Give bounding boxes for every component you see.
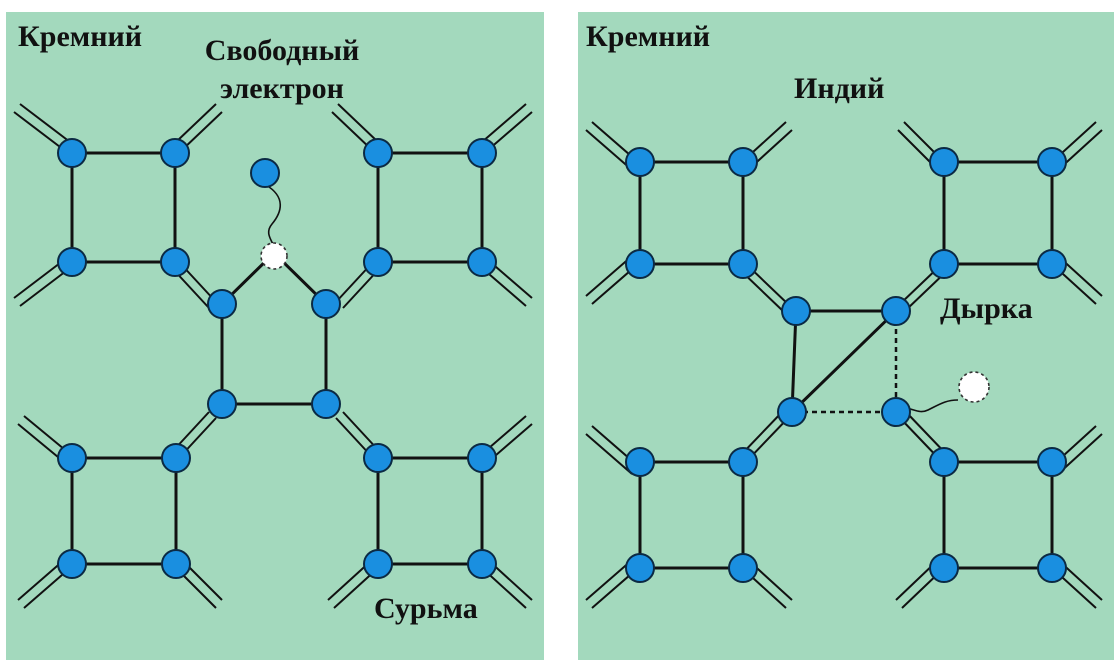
dopant-label: Индий — [794, 72, 885, 105]
host-label: Кремний — [18, 20, 143, 53]
atoms-right — [625, 147, 1067, 583]
hole-site — [958, 371, 990, 403]
square-bonds — [70, 151, 484, 566]
lattice-diagram-right — [585, 121, 1103, 609]
panel-silicon-antimony: Кремний Свободный электрон Сурьма — [6, 12, 544, 660]
panel-silicon-indium: Кремний Индий Дырка — [578, 12, 1114, 660]
free-electron — [250, 158, 280, 188]
inner-double-bonds — [171, 261, 381, 459]
vacancy-site — [260, 242, 288, 270]
atoms-left — [57, 138, 497, 579]
outer-double-bonds — [585, 121, 1103, 609]
outer-double-bonds — [13, 103, 533, 609]
square-bonds — [638, 160, 1054, 570]
dopant-label: Сурьма — [374, 592, 478, 625]
lattice-diagram-left — [13, 103, 533, 609]
free-electron-label-line2: электрон — [220, 72, 344, 105]
hole-label: Дырка — [940, 292, 1033, 325]
free-electron-label-line1: Свободный — [204, 34, 360, 67]
host-label: Кремний — [586, 20, 711, 53]
